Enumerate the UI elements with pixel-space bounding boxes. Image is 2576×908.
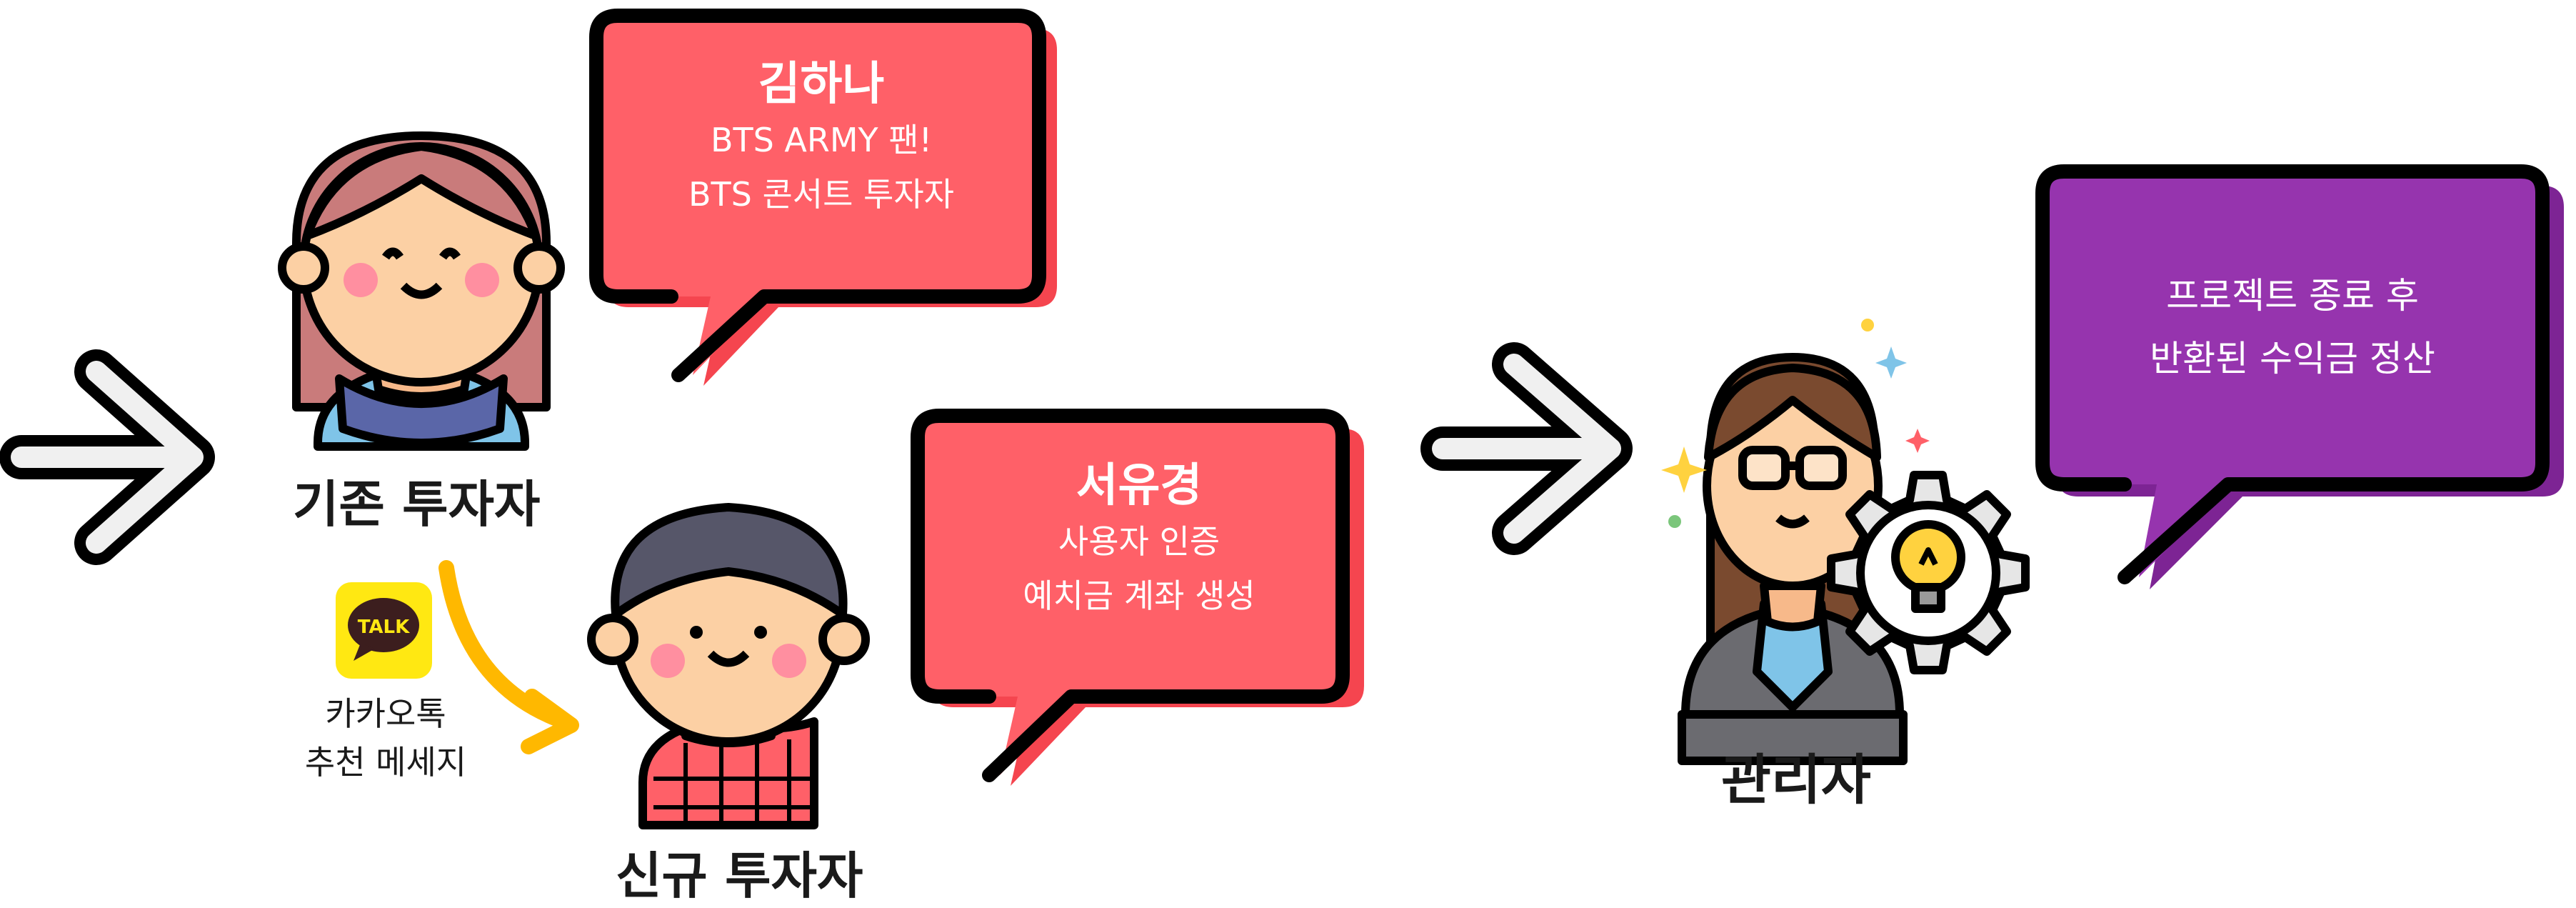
new-investor-line1: 사용자 인증: [1058, 522, 1221, 561]
sparkle-icon: [1661, 319, 1930, 528]
arrow-right-icon: [0, 349, 215, 565]
speech-bubble-admin: [2035, 164, 2564, 589]
curved-arrow-icon: [438, 560, 579, 754]
referral-line1: 카카오톡: [325, 694, 446, 733]
existing-investor-line2: BTS 콘서트 투자자: [688, 175, 955, 214]
girl-avatar-icon: [278, 131, 565, 451]
new-investor-label: 신규 투자자: [616, 847, 863, 905]
admin-bubble-text: 프로젝트 종료 후 반환된 수익금 정산: [2085, 264, 2500, 390]
admin-bubble-line1: 프로젝트 종료 후: [2166, 275, 2419, 316]
existing-investor-line1: BTS ARMY 팬!: [710, 121, 933, 159]
referral-label: 카카오톡 추천 메세지: [279, 689, 493, 787]
admin-bubble-line2: 반환된 수익금 정산: [2150, 338, 2435, 379]
referral-line2: 추천 메세지: [304, 743, 467, 782]
existing-investor-name: 김하나: [758, 58, 885, 111]
admin-label: 관리자: [1721, 748, 1871, 812]
new-investor-line2: 예치금 계좌 생성: [1023, 577, 1256, 615]
boy-avatar-icon: [587, 503, 870, 829]
existing-investor-bubble-text: 김하나 BTS ARMY 팬! BTS 콘서트 투자자: [671, 56, 971, 221]
new-investor-name: 서유경: [1076, 459, 1203, 512]
existing-investor-label: 기존 투자자: [293, 475, 541, 534]
speech-bubble-new-investor: [911, 409, 1364, 786]
new-investor-bubble-text: 서유경 사용자 인증 예치금 계좌 생성: [993, 457, 1286, 623]
arrow-right-icon: [1420, 342, 1633, 555]
kakaotalk-icon-text: TALK: [358, 617, 410, 638]
gear-lightbulb-icon: [1827, 471, 2030, 674]
speech-bubble-existing-investor: [589, 9, 1057, 386]
kakaotalk-icon: [336, 582, 432, 679]
